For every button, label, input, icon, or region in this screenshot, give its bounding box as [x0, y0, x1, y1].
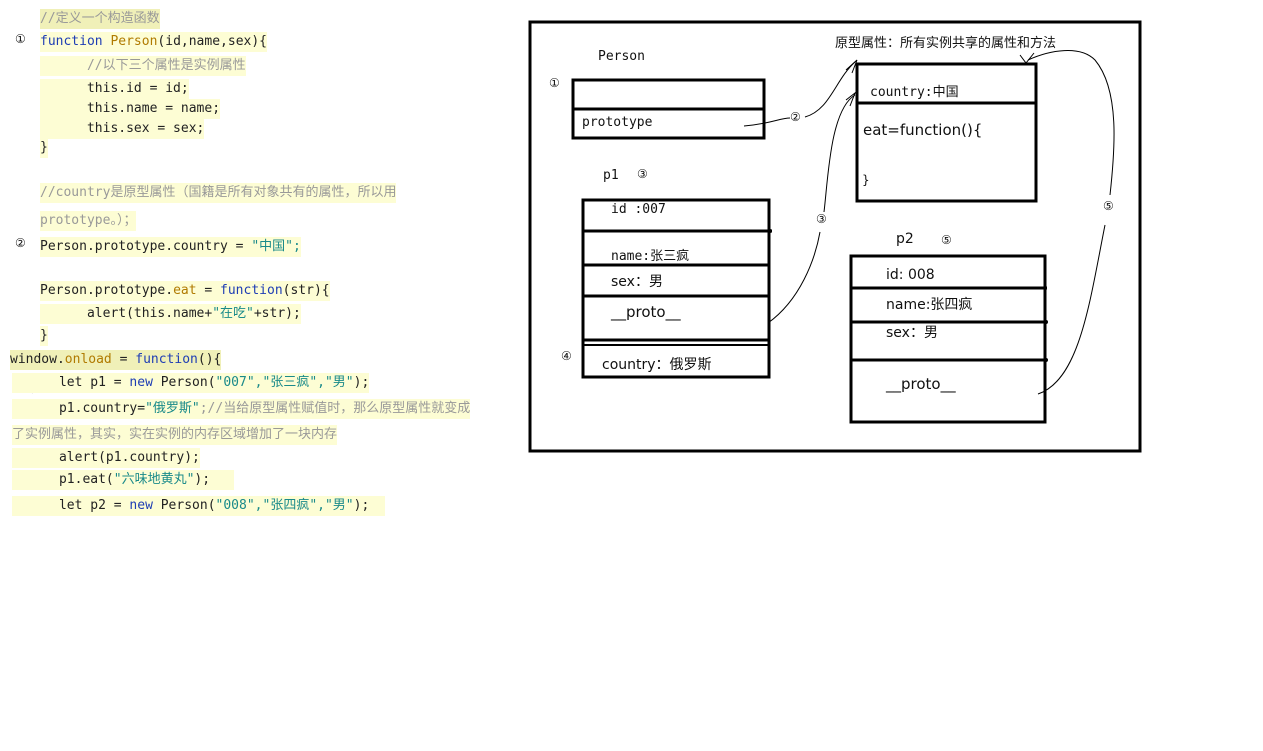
code-this-sex: this.sex = sex; [40, 119, 205, 139]
prototype-object-box [855, 62, 1038, 203]
p2-proto-field: __proto__ [886, 375, 956, 393]
p2-box [849, 254, 1047, 424]
p2-name-field: name:张四疯 [886, 297, 973, 313]
marker-5-arrow: ⑤ [1103, 199, 1114, 213]
marker-5-diagram: ⑤ [941, 233, 952, 247]
marker-4-diagram: ④ [561, 349, 572, 363]
code-window-onload: window.onload = function(){ [10, 350, 222, 370]
code-this-id: this.id = id; [40, 79, 189, 99]
p1-name-field: name:张三疯 [611, 249, 690, 264]
eat-close: } [862, 173, 870, 187]
marker-2: ② [15, 236, 26, 250]
marker-3-diagram: ③ [637, 167, 648, 181]
p2-sex-field: sex：男 [886, 325, 938, 341]
p1-proto-field: __proto__ [611, 303, 681, 321]
p2-id-field: id: 008 [886, 267, 935, 283]
p1-dot [768, 229, 772, 233]
code-alert-eat: alert(this.name+"在吃"+str); [40, 304, 301, 324]
p1-country-field: country：俄罗斯 [602, 357, 712, 373]
code-alert-country: alert(p1.country); [12, 448, 200, 468]
arrow-head-2 [845, 59, 858, 74]
code-let-p1: let p1 = new Person("007","张三疯","男"); [12, 373, 370, 393]
p1-label: p1 [603, 168, 619, 183]
arrow-head-5 [1019, 52, 1035, 64]
eat-field: eat=function(){ [863, 121, 983, 139]
p1-box [581, 198, 771, 379]
code-this-name: this.name = name; [40, 99, 221, 119]
p2-dot-2 [1044, 358, 1048, 362]
code-close-brace: } [40, 138, 48, 158]
arrow-head-3 [845, 91, 857, 107]
code-comment-instance: //以下三个属性是实例属性 [40, 56, 246, 76]
arrow-prototype-link [743, 61, 856, 127]
code-comment-instance-mem: 了实例属性，其实，实在实例的内存区域增加了一块内存 [12, 425, 338, 445]
code-p1-country: p1.country="俄罗斯";//当给原型属性赋值时，那么原型属性就变成 [12, 399, 471, 419]
code-comment-country: //country是原型属性（国籍是所有对象共有的属性，所以用 [40, 183, 397, 203]
prototype-field: prototype [582, 115, 653, 130]
marker-1: ① [15, 32, 26, 46]
marker-3-arrow: ③ [816, 212, 827, 226]
code-prototype-country: Person.prototype.country = "中国"; [40, 237, 301, 257]
arrow-p2-proto [1027, 50, 1115, 395]
code-function-person: function Person(id,name,sex){ [40, 32, 267, 52]
code-comment-prototype: prototype。）； [40, 211, 137, 231]
marker-2-diagram: ② [790, 110, 801, 124]
country-field: country:中国 [870, 85, 959, 100]
code-prototype-eat: Person.prototype.eat = function(str){ [40, 281, 330, 301]
code-close-brace-2: } [40, 326, 48, 346]
code-p1-eat: p1.eat("六味地黄丸"); [12, 470, 234, 490]
p2-dot-1 [1044, 320, 1048, 324]
diagram-frame [528, 20, 1142, 453]
person-label: Person [598, 49, 645, 64]
code-let-p2: let p2 = new Person("008","张四疯","男"); [12, 496, 385, 516]
code-comment-constructor: //定义一个构造函数 [40, 9, 160, 29]
p1-id-field: id :007 [611, 202, 666, 217]
marker-1-diagram: ① [549, 76, 560, 90]
arrow-p1-proto [767, 94, 856, 324]
p1-sex-field: sex：男 [611, 274, 663, 290]
p2-label: p2 [896, 231, 914, 247]
prototype-title: 原型属性：所有实例共享的属性和方法 [835, 36, 1057, 51]
